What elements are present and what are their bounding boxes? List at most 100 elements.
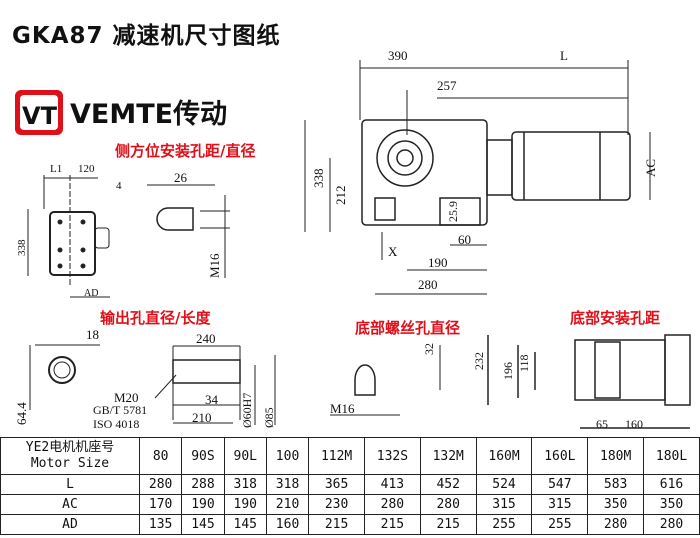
table-cell: 583	[587, 474, 645, 495]
dim-85: Ø85	[262, 407, 276, 428]
label-m20: M20	[114, 390, 139, 405]
dim-210: 210	[192, 410, 212, 425]
label-iso: ISO 4018	[93, 417, 140, 431]
table-cell: 190	[223, 494, 267, 515]
header-en: Motor Size	[30, 456, 110, 471]
section-output-bore: 输出孔直径/长度	[100, 309, 211, 327]
table-cell: 315	[531, 494, 589, 515]
page-title: GKA87 减速机尺寸图纸	[12, 23, 281, 49]
table-cell: 230	[308, 494, 365, 515]
dim-ac: AC	[643, 158, 658, 177]
table-cell: 170	[138, 494, 183, 515]
dim-ad: AD	[84, 288, 99, 299]
dim-60h7: Ø60H7	[240, 392, 254, 428]
dim-4: 4	[116, 180, 122, 192]
table-cell: 616	[643, 474, 700, 495]
size-cell: 132M	[419, 437, 477, 475]
dim-32: 32	[422, 343, 436, 355]
size-cell: 80	[138, 437, 183, 475]
label-x: X	[388, 244, 398, 259]
row-label: L	[0, 474, 140, 495]
section-bottom-screw: 底部螺丝孔直径	[355, 319, 461, 337]
table-cell: 215	[419, 514, 477, 535]
table-cell: 160	[265, 514, 310, 535]
output-bore-drawing	[29, 344, 276, 425]
table-cell: 288	[181, 474, 225, 495]
dim-280: 280	[418, 277, 438, 292]
table-cell: 210	[265, 494, 310, 515]
dim-34: 34	[205, 392, 218, 407]
label-gb: GB/T 5781	[93, 403, 148, 417]
size-cell: 160L	[531, 437, 589, 475]
table-cell: 280	[364, 494, 421, 515]
dim-m16-side: M16	[207, 253, 222, 278]
table-cell: 280	[643, 514, 700, 535]
dim-m16-bottom: M16	[330, 401, 355, 416]
dim-338-main: 338	[311, 168, 326, 189]
table-cell: 255	[475, 514, 533, 535]
header-cn: YE2电机机座号	[25, 440, 115, 455]
svg-text:VT: VT	[22, 102, 58, 130]
dim-64-4: 64.4	[14, 402, 29, 425]
dim-18: 18	[86, 327, 99, 342]
dim-120: 120	[78, 163, 95, 175]
table-cell: 547	[531, 474, 589, 495]
dim-196: 196	[501, 362, 515, 380]
dim-240: 240	[196, 331, 216, 346]
bottom-mount-drawing	[487, 334, 691, 429]
table-cell: 365	[308, 474, 365, 495]
table-cell: 145	[181, 514, 225, 535]
dim-60: 60	[458, 232, 471, 247]
brand-name: VEMTE传动	[70, 99, 228, 130]
side-bolt-drawing	[147, 184, 230, 278]
table-cell: 135	[138, 514, 183, 535]
size-cell: 112M	[308, 437, 365, 475]
bottom-screw-drawing	[330, 345, 441, 416]
table-cell: 315	[475, 494, 533, 515]
size-cell: 160M	[475, 437, 533, 475]
table-cell: 145	[223, 514, 267, 535]
dim-25-9: 25.9	[446, 201, 460, 222]
logo-mark-icon: VT	[15, 90, 63, 135]
dim-65: 65	[596, 417, 608, 431]
size-cell: 90L	[223, 437, 267, 475]
dim-212: 212	[333, 185, 348, 206]
dim-118: 118	[517, 354, 531, 372]
size-cell: 180L	[643, 437, 700, 475]
size-cell: 132S	[364, 437, 421, 475]
size-cell: 90S	[181, 437, 225, 475]
size-cell: 180M	[587, 437, 645, 475]
table-cell: 280	[138, 474, 183, 495]
section-side-mount: 侧方位安装孔距/直径	[115, 142, 256, 160]
table-cell: 413	[364, 474, 421, 495]
table-cell: 280	[419, 494, 477, 515]
dim-l1: L1	[50, 163, 63, 175]
dim-232: 232	[472, 352, 486, 370]
dim-26: 26	[174, 170, 187, 185]
main-view-dimensions	[304, 60, 651, 295]
row-label: AC	[0, 494, 140, 515]
dim-390: 390	[388, 48, 408, 63]
table-cell: 215	[364, 514, 421, 535]
table-cell: 318	[265, 474, 310, 495]
size-cell: 100	[265, 437, 310, 475]
row-label: AD	[0, 514, 140, 535]
dim-338-side: 338	[16, 239, 28, 257]
dim-160: 160	[625, 417, 643, 431]
table-cell: 350	[587, 494, 645, 515]
table-cell: 280	[587, 514, 645, 535]
main-view-drawing	[361, 119, 631, 226]
dim-190: 190	[428, 255, 448, 270]
section-bottom-mount: 底部安装孔距	[570, 309, 661, 327]
dim-l: L	[560, 48, 568, 63]
side-view-drawing	[27, 175, 110, 298]
table-cell: 452	[419, 474, 477, 495]
table-cell: 318	[223, 474, 267, 495]
